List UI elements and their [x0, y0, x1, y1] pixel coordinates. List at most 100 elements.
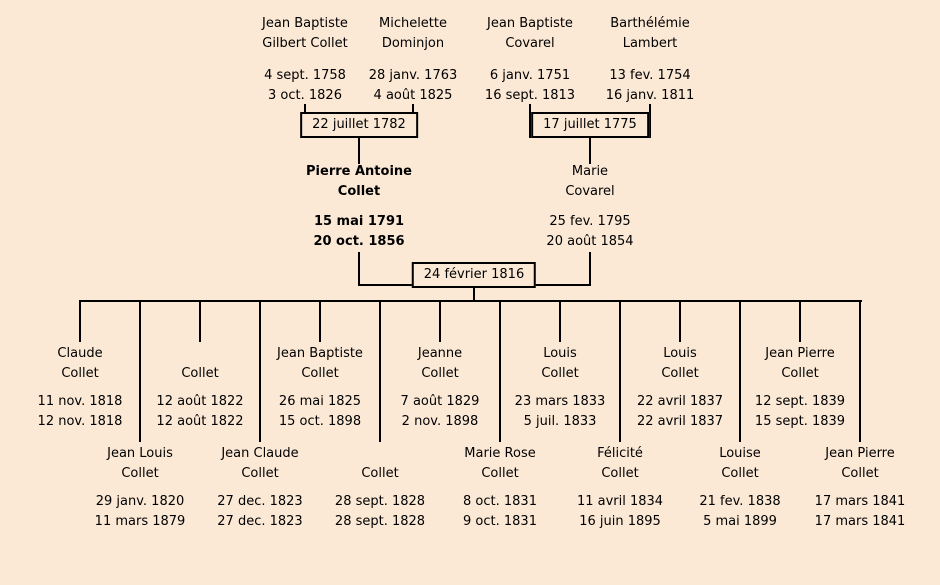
person-name-line1: Claude: [57, 346, 103, 361]
death-date: 4 août 1825: [373, 88, 453, 103]
person-name-line1: Jean Baptiste: [262, 16, 348, 31]
person-name-line2: Collet: [661, 366, 699, 381]
person-name-line2: Collet: [301, 366, 339, 381]
child-connector-line: [859, 300, 861, 442]
person-name-line1: Louis: [543, 346, 577, 361]
death-date: 5 mai 1899: [703, 514, 777, 529]
person-name-line1: Louise: [719, 446, 761, 461]
child-jeanne-collet: Jeanne Collet 7 août 1829 2 nov. 1898: [382, 344, 498, 432]
person-name-line2: Collet: [241, 466, 279, 481]
birth-date: 22 avril 1837: [636, 394, 724, 409]
birth-date: 28 sept. 1828: [334, 494, 426, 509]
person-jean-baptiste-covarel: Jean Baptiste Covarel 6 janv. 1751 16 se…: [465, 14, 595, 106]
person-name-line1: Marie: [571, 164, 609, 179]
child-connector-line: [79, 300, 81, 342]
birth-date: 12 sept. 1839: [754, 394, 846, 409]
connector-line: [358, 252, 360, 286]
child-connector-line: [499, 300, 501, 442]
person-name-line1: Jean Baptiste: [277, 346, 363, 361]
child-jean-pierre-collet-1841: Jean Pierre Collet 17 mars 1841 17 mars …: [802, 444, 918, 532]
birth-date: 17 mars 1841: [814, 494, 906, 509]
children-bus-line: [79, 300, 862, 302]
birth-date: 11 avril 1834: [576, 494, 664, 509]
connector-line: [358, 136, 360, 164]
child-connector-line: [319, 300, 321, 342]
person-name-line1: Jean Louis: [107, 446, 173, 461]
birth-date: 7 août 1829: [400, 394, 480, 409]
birth-date: 11 nov. 1818: [37, 394, 123, 409]
child-jean-claude-collet: Jean Claude Collet 27 dec. 1823 27 dec. …: [202, 444, 318, 532]
person-name-line2: Gilbert Collet: [262, 36, 348, 51]
person-name-line1: Barthélémie: [610, 16, 690, 31]
birth-date: 21 fev. 1838: [699, 494, 781, 509]
birth-date: 27 dec. 1823: [217, 494, 303, 509]
marriage-date-box: 24 février 1816: [411, 262, 537, 288]
person-name-line2: Collet: [121, 466, 159, 481]
child-jean-baptiste-collet: Jean Baptiste Collet 26 mai 1825 15 oct.…: [262, 344, 378, 432]
death-date: 17 mars 1841: [814, 514, 906, 529]
birth-date: 15 mai 1791: [313, 214, 405, 229]
person-name-line1: [322, 444, 438, 464]
child-louis-collet-1833: Louis Collet 23 mars 1833 5 juil. 1833: [502, 344, 618, 432]
child-connector-line: [739, 300, 741, 442]
child-connector-line: [679, 300, 681, 342]
person-name-line1: Jean Baptiste: [487, 16, 573, 31]
person-pierre-antoine-collet: Pierre Antoine Collet 15 mai 1791 20 oct…: [284, 162, 434, 252]
child-louis-collet-1837: Louis Collet 22 avril 1837 22 avril 1837: [622, 344, 738, 432]
person-name-line2: Collet: [721, 466, 759, 481]
birth-date: 13 fev. 1754: [609, 68, 691, 83]
child-connector-line: [139, 300, 141, 442]
child-jean-pierre-collet-1839: Jean Pierre Collet 12 sept. 1839 15 sept…: [742, 344, 858, 432]
person-name-line1: Jean Pierre: [765, 346, 835, 361]
person-name-line2: Collet: [841, 466, 879, 481]
marriage-date-box: 17 juillet 1775: [531, 112, 649, 138]
death-date: 5 juil. 1833: [523, 414, 597, 429]
person-michelette-dominjon: Michelette Dominjon 28 janv. 1763 4 août…: [348, 14, 478, 106]
connector-line: [589, 136, 591, 164]
death-date: 15 sept. 1839: [754, 414, 846, 429]
death-date: 9 oct. 1831: [463, 514, 537, 529]
death-date: 20 oct. 1856: [313, 234, 405, 249]
birth-date: 26 mai 1825: [278, 394, 362, 409]
child-connector-line: [799, 300, 801, 342]
death-date: 16 juin 1895: [579, 514, 661, 529]
child-felicite-collet: Félicité Collet 11 avril 1834 16 juin 18…: [562, 444, 678, 532]
birth-date: 28 janv. 1763: [368, 68, 458, 83]
connector-line: [473, 284, 475, 302]
death-date: 12 nov. 1818: [37, 414, 123, 429]
death-date: 20 août 1854: [546, 234, 634, 249]
birth-date: 29 janv. 1820: [95, 494, 185, 509]
death-date: 16 sept. 1813: [484, 88, 576, 103]
child-connector-line: [199, 300, 201, 342]
child-connector-line: [439, 300, 441, 342]
person-name-line2: Collet: [61, 366, 99, 381]
person-name-line2: Collet: [361, 466, 399, 481]
person-name-line1: Jeanne: [417, 346, 463, 361]
child-connector-line: [259, 300, 261, 442]
connector-line: [589, 252, 591, 286]
death-date: 2 nov. 1898: [401, 414, 479, 429]
person-name-line2: Collet: [601, 466, 639, 481]
marriage-date: 24 février 1816: [423, 267, 525, 282]
person-name-line2: Covarel: [505, 36, 555, 51]
death-date: 28 sept. 1828: [334, 514, 426, 529]
person-barthelemie-lambert: Barthélémie Lambert 13 fev. 1754 16 janv…: [585, 14, 715, 106]
marriage-date: 17 juillet 1775: [543, 117, 637, 132]
birth-date: 25 fev. 1795: [549, 214, 631, 229]
birth-date: 12 août 1822: [156, 394, 244, 409]
person-name-line1: Louis: [663, 346, 697, 361]
person-name-line2: Collet: [421, 366, 459, 381]
person-name-line1: Michelette: [378, 16, 447, 31]
marriage-date: 22 juillet 1782: [312, 117, 406, 132]
child-marie-rose-collet: Marie Rose Collet 8 oct. 1831 9 oct. 183…: [442, 444, 558, 532]
child-collet-1822: Collet 12 août 1822 12 août 1822: [142, 344, 258, 432]
person-name-line2: Collet: [181, 366, 219, 381]
death-date: 16 janv. 1811: [605, 88, 695, 103]
person-name-line2: Covarel: [565, 184, 615, 199]
child-claude-collet: Claude Collet 11 nov. 1818 12 nov. 1818: [22, 344, 138, 432]
marriage-date-box: 22 juillet 1782: [300, 112, 418, 138]
connector-line: [649, 104, 651, 138]
connector-line: [529, 104, 531, 138]
death-date: 15 oct. 1898: [278, 414, 362, 429]
